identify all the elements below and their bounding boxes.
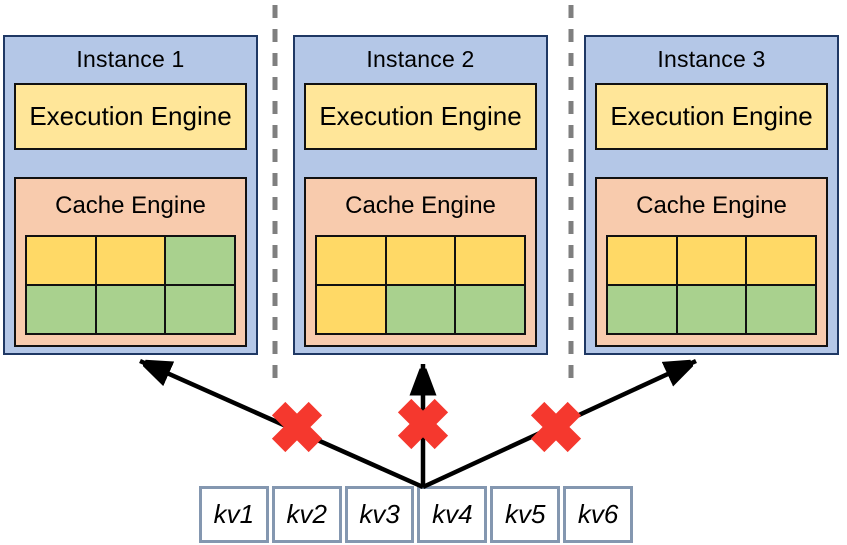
cache-cell — [166, 237, 234, 284]
cache-cell — [608, 237, 676, 284]
instance-3-cache-engine: Cache Engine — [595, 177, 828, 347]
arrow-to-instance-1 — [140, 358, 424, 490]
execution-engine-label: Execution Engine — [29, 101, 232, 131]
cache-cell — [27, 237, 95, 284]
kv-cell: kv4 — [417, 486, 488, 543]
instance-3-cache-grid — [606, 235, 817, 335]
arrow-to-instance-3 — [422, 358, 696, 490]
cache-cell — [456, 237, 524, 284]
execution-engine-label: Execution Engine — [319, 101, 522, 131]
cache-cell — [96, 286, 165, 333]
cache-cell — [96, 237, 165, 284]
cache-cell — [166, 286, 234, 333]
instance-2-cache-engine: Cache Engine — [304, 177, 537, 347]
cache-cell — [677, 237, 746, 284]
kv-cell: kv1 — [199, 486, 269, 543]
kv-cell: kv3 — [344, 486, 415, 543]
cache-cell — [317, 286, 385, 333]
cache-cell — [608, 286, 676, 333]
cache-engine-label: Cache Engine — [345, 192, 496, 219]
instance-3-box: Instance 3 Execution Engine Cache Engine — [584, 35, 839, 355]
instance-2-box: Instance 2 Execution Engine Cache Engine — [293, 35, 548, 355]
cache-cell — [747, 286, 815, 333]
cache-cell — [677, 286, 746, 333]
instance-2-cache-grid — [315, 235, 526, 335]
kv-cell: kv6 — [563, 486, 633, 543]
distribution-arrows — [140, 358, 696, 490]
cache-engine-label: Cache Engine — [55, 192, 206, 219]
kv-sequence-row: kv1 kv2 kv3 kv4 kv5 kv6 — [199, 486, 633, 543]
instance-1-title: Instance 1 — [76, 46, 185, 72]
cache-cell — [317, 237, 385, 284]
cache-cell — [456, 286, 524, 333]
blocked-cross-icon — [530, 401, 582, 453]
blocked-cross-icons — [271, 398, 582, 453]
execution-engine-label: Execution Engine — [610, 101, 813, 131]
instance-1-cache-engine: Cache Engine — [14, 177, 247, 347]
cache-cell — [386, 286, 455, 333]
instance-2-execution-engine: Execution Engine — [304, 83, 537, 150]
instance-1-execution-engine: Execution Engine — [14, 83, 247, 150]
blocked-cross-icon — [271, 401, 323, 453]
kv-cell: kv5 — [490, 486, 561, 543]
blocked-cross-icon — [397, 398, 449, 450]
instance-3-execution-engine: Execution Engine — [595, 83, 828, 150]
instance-1-box: Instance 1 Execution Engine Cache Engine — [3, 35, 258, 355]
instance-2-title: Instance 2 — [366, 46, 475, 72]
cache-cell — [747, 237, 815, 284]
instance-1-cache-grid — [25, 235, 236, 335]
kv-cell: kv2 — [271, 486, 342, 543]
cache-engine-label: Cache Engine — [636, 192, 787, 219]
cache-cell — [386, 237, 455, 284]
instance-3-title: Instance 3 — [657, 46, 766, 72]
cache-cell — [27, 286, 95, 333]
